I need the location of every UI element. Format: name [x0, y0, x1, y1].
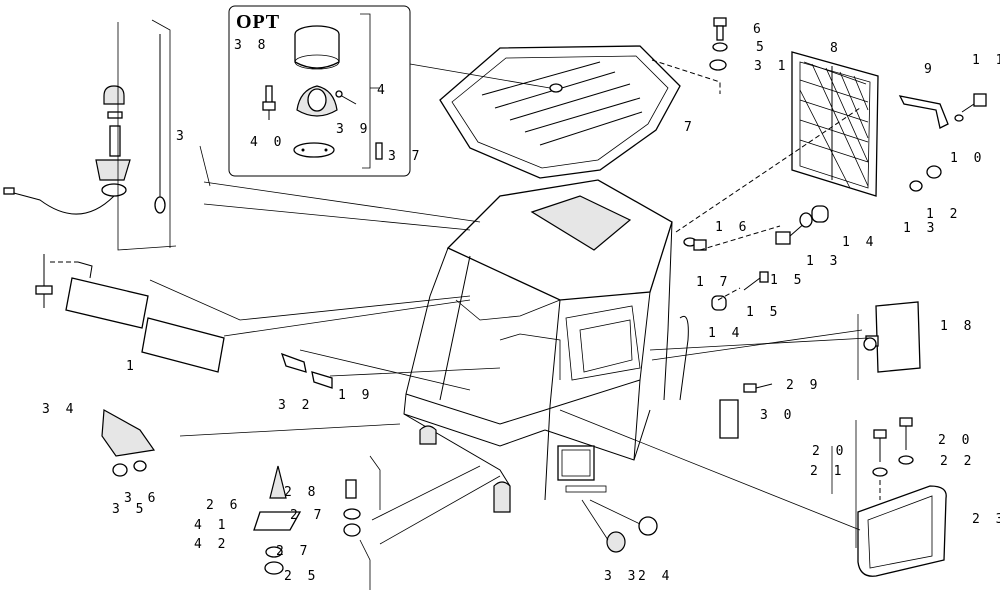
bulb-part: [262, 85, 276, 120]
cab-frame-part: [403, 179, 689, 513]
callout-22: 2 2: [940, 454, 975, 469]
beacon-lens-part: [294, 25, 340, 70]
callout-18: 1 8: [940, 319, 975, 334]
callout-20a: 2 0: [812, 444, 847, 459]
callout-15b: 1 5: [746, 305, 781, 320]
callout-36: 3 6: [124, 491, 159, 506]
callout-1: 1: [126, 359, 138, 374]
callout-25: 2 5: [284, 569, 319, 584]
callout-13b: 1 3: [806, 254, 841, 269]
callout-42: 4 2: [194, 537, 229, 552]
callout-15a: 1 5: [770, 273, 805, 288]
antenna-part: [3, 19, 177, 251]
callout-38: 3 8: [234, 38, 269, 53]
callout-41: 4 1: [194, 518, 229, 533]
callout-labels: 1 3 4 5 6 7 8 9 1 0 1 1 1 2 1 3 1 3 1 4 …: [42, 22, 1000, 584]
callout-6: 6: [753, 22, 765, 37]
callout-27b: 2 7: [276, 544, 311, 559]
callout-19: 1 9: [338, 388, 373, 403]
callout-40: 4 0: [250, 135, 285, 150]
callout-30: 3 0: [760, 408, 795, 423]
callout-39: 3 9: [336, 122, 371, 137]
callout-26: 2 6: [206, 498, 241, 513]
callout-29: 2 9: [786, 378, 821, 393]
callout-37: 3 7: [388, 149, 423, 164]
callout-5: 5: [756, 40, 768, 55]
screw-37-part: [375, 142, 383, 160]
screw-39-part: [335, 90, 357, 105]
callout-13a: 1 3: [903, 221, 938, 236]
grille-part: [791, 51, 879, 197]
callout-32: 3 2: [278, 398, 313, 413]
callout-17: 1 7: [696, 275, 731, 290]
opt-panel: OPT: [228, 5, 411, 177]
callout-14a: 1 4: [842, 235, 877, 250]
callout-24: 2 4: [638, 569, 673, 584]
callout-9: 9: [924, 62, 936, 77]
callout-8: 8: [830, 41, 842, 56]
callout-4: 4: [377, 83, 389, 98]
callout-20b: 2 0: [938, 433, 973, 448]
callout-23: 2 3: [972, 512, 1000, 527]
sun-visor-part: [35, 254, 471, 373]
callout-11: 1 1: [972, 53, 1000, 68]
callout-7a: 7: [684, 120, 696, 135]
callout-3: 3: [176, 129, 188, 144]
callout-27a: 2 7: [290, 508, 325, 523]
callout-12: 1 2: [926, 207, 961, 222]
callout-14b: 1 4: [708, 326, 743, 341]
callout-35: 3 5: [112, 502, 147, 517]
callout-21: 2 1: [810, 464, 845, 479]
roof-panel-part: [409, 45, 721, 179]
leader-lines: [179, 107, 881, 590]
callout-10: 1 0: [950, 151, 985, 166]
callout-28: 2 8: [284, 485, 319, 500]
callout-16: 1 6: [715, 220, 750, 235]
callout-33: 3 3: [604, 569, 639, 584]
beacon-base-part: [293, 85, 338, 158]
callout-34: 3 4: [42, 402, 77, 417]
callout-31: 3 1: [754, 59, 789, 74]
opt-title: OPT: [236, 11, 280, 33]
hardware-parts: [101, 17, 987, 577]
